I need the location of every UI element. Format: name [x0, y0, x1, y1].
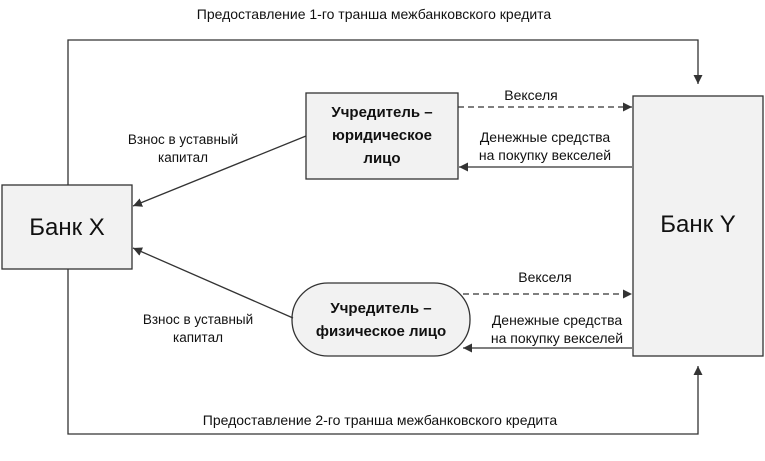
- contribution-bottom-line2: капитал: [173, 330, 223, 345]
- contribution-bottom-line1: Взнос в уставный: [143, 312, 253, 327]
- tranche-1-label: Предоставление 1-го транша межбанковског…: [197, 6, 552, 22]
- founder-legal-line1: Учредитель –: [331, 104, 432, 121]
- tranche-2-arrow: [67, 269, 703, 435]
- contribution-top-line1: Взнос в уставный: [128, 132, 238, 147]
- funds-bottom-line1: Денежные средства: [492, 312, 623, 328]
- funds-top-line2: на покупку векселей: [479, 147, 611, 163]
- contribution-top-line2: капитал: [158, 150, 208, 165]
- tranche-1-arrow: [67, 39, 703, 185]
- contribution-top-arrow: [132, 135, 307, 207]
- founder-individual-line2: физическое лицо: [316, 323, 446, 340]
- bank-y-label: Банк Y: [660, 211, 736, 238]
- bills-top-label: Векселя: [504, 87, 557, 103]
- contribution-bottom-arrow: [132, 247, 294, 319]
- funds-bottom-line2: на покупку векселей: [491, 330, 623, 346]
- founder-individual-box: [291, 282, 471, 357]
- bank-y-box: [632, 95, 764, 357]
- founder-legal-line2: юридическое: [332, 127, 432, 144]
- funds-top-line1: Денежные средства: [480, 129, 611, 145]
- bank-x-label: Банк X: [29, 214, 105, 241]
- bank-x-box: [1, 184, 133, 270]
- founder-legal-line3: лицо: [363, 150, 400, 167]
- tranche-2-label: Предоставление 2-го транша межбанковског…: [203, 412, 558, 428]
- founder-individual-line1: Учредитель –: [330, 300, 431, 317]
- bills-bottom-label: Векселя: [518, 269, 571, 285]
